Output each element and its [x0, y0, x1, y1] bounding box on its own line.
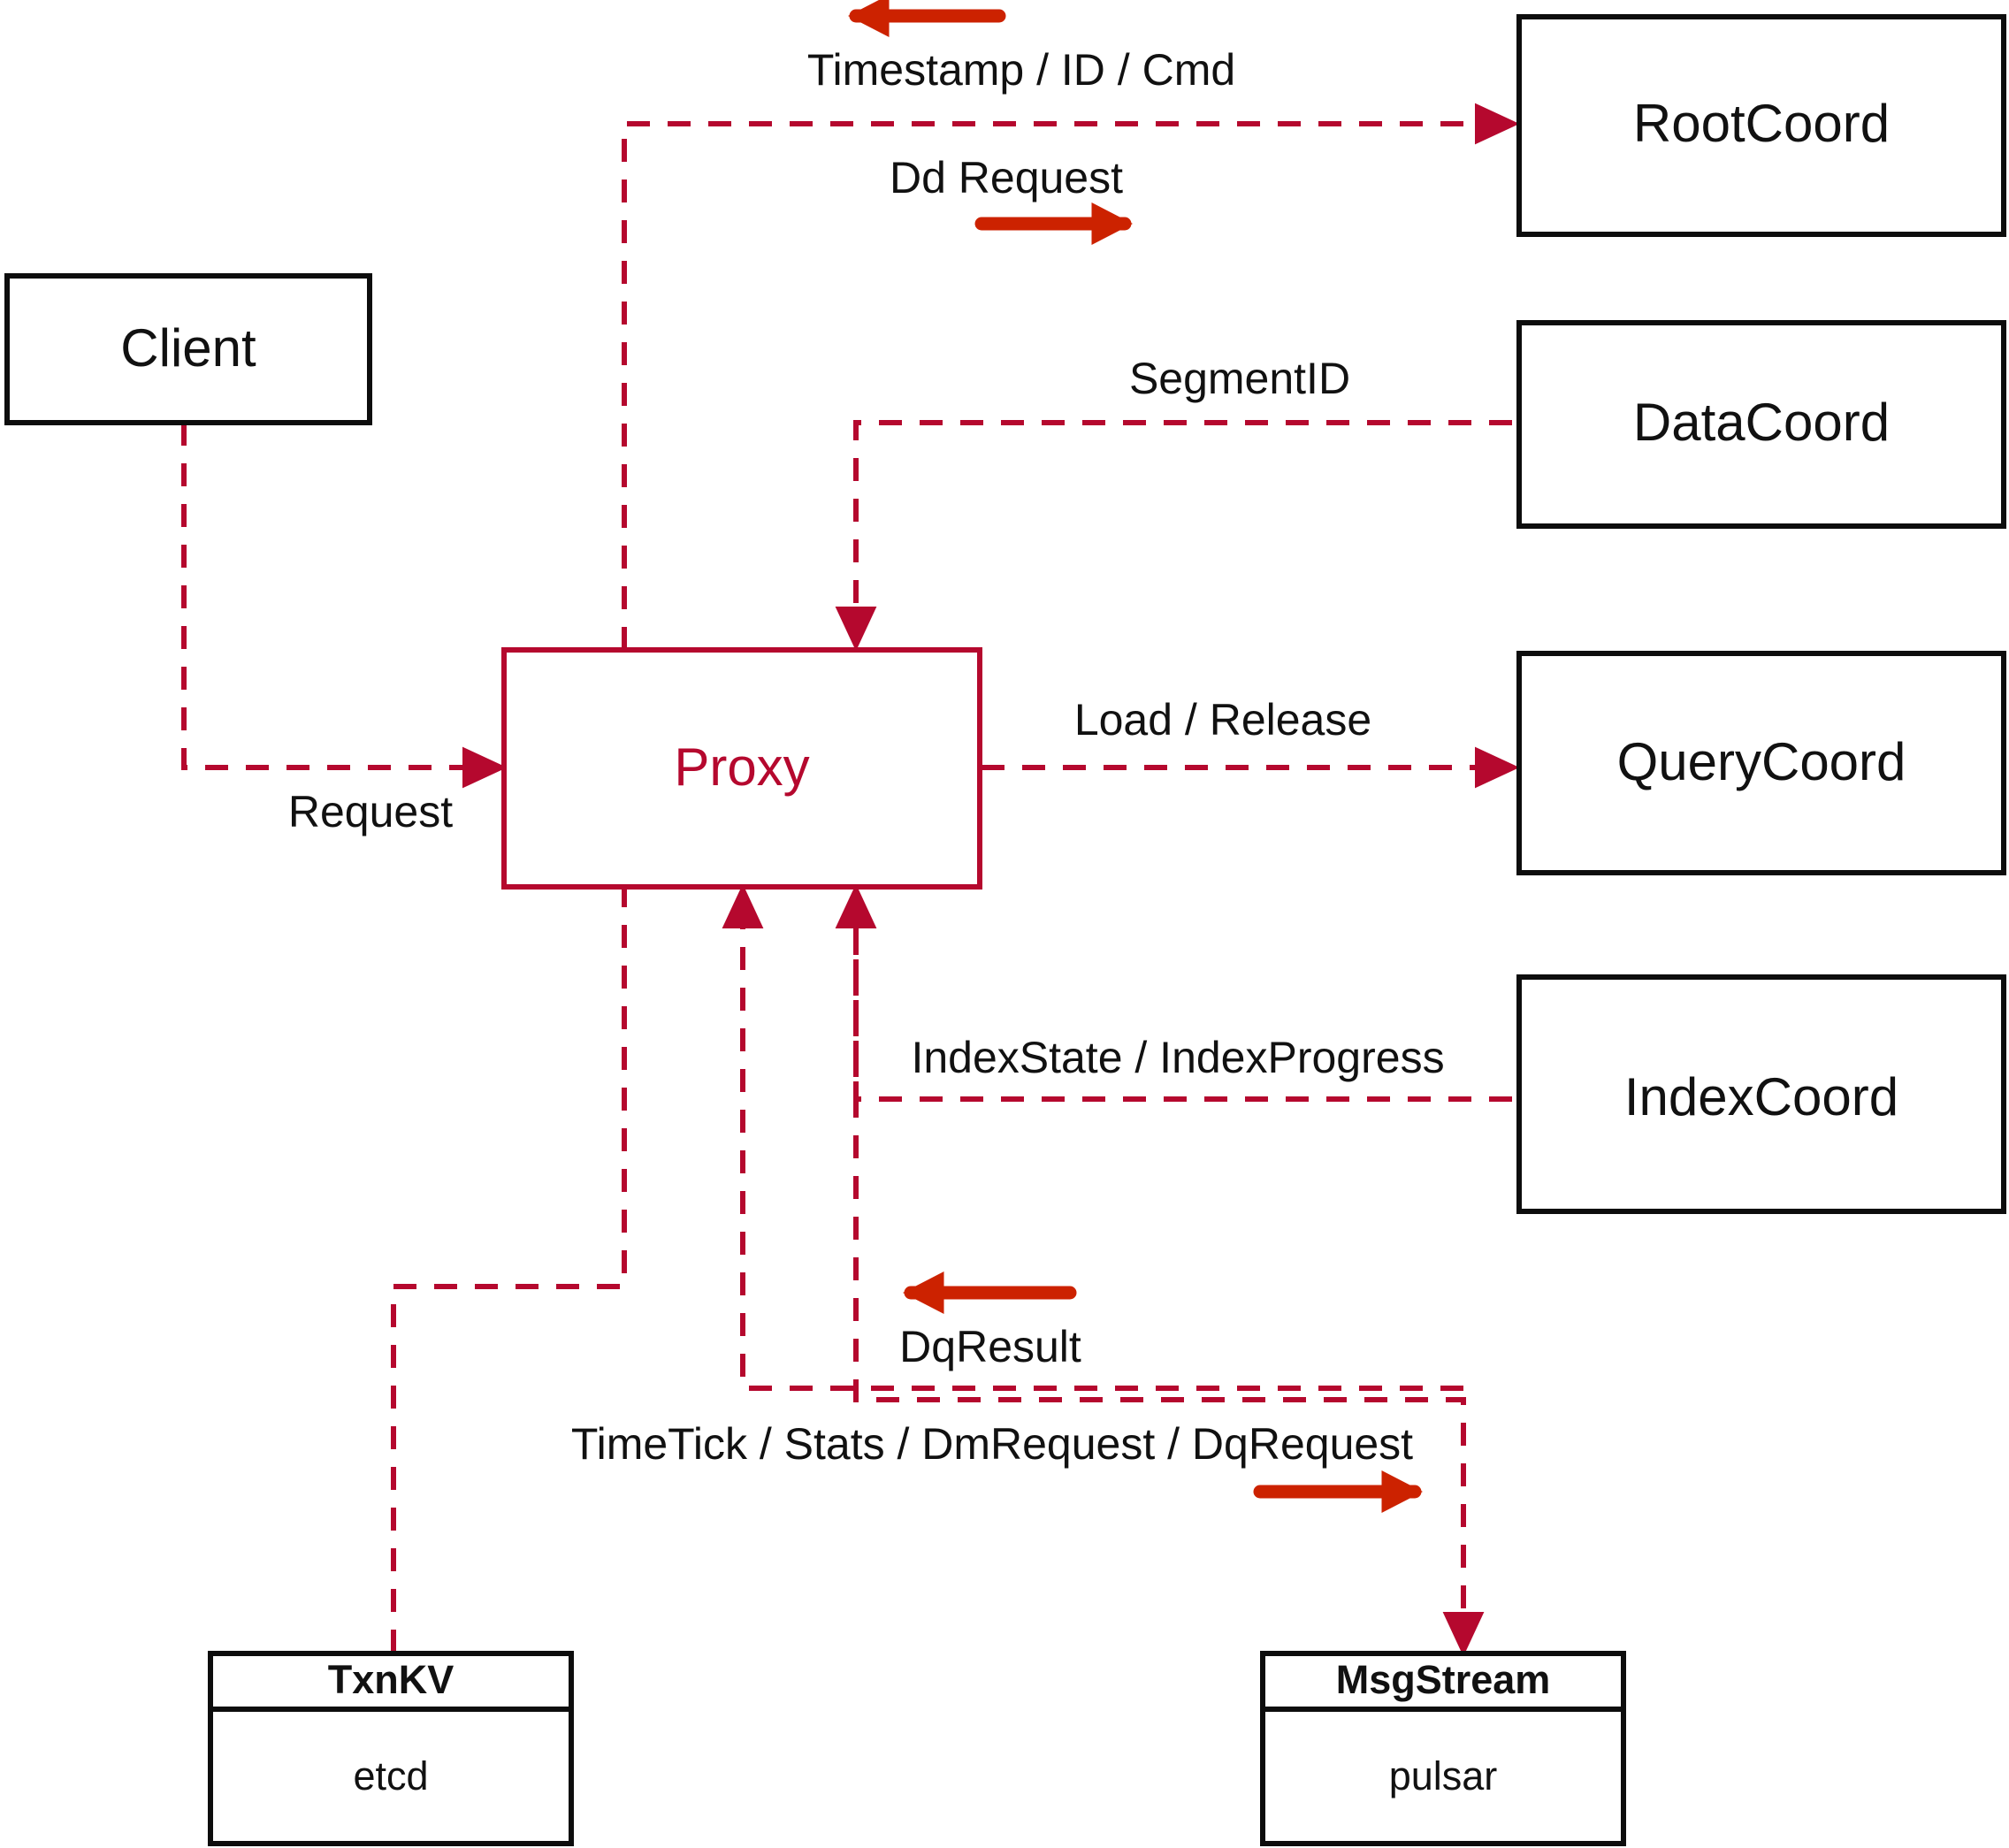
connector-client-to-proxy	[181, 423, 508, 789]
node-msgstream-sublabel: pulsar	[1389, 1753, 1498, 1798]
node-indexcoord[interactable]: IndexCoord	[1516, 974, 2006, 1214]
edge-label-dd-request: Dd Request	[890, 153, 1123, 202]
node-querycoord[interactable]: QueryCoord	[1516, 651, 2006, 875]
edge-label-request: Request	[288, 787, 453, 836]
edge-label-load-release: Load / Release	[1074, 695, 1371, 745]
node-txnkv-sublabel: etcd	[353, 1753, 428, 1798]
node-client[interactable]: Client	[4, 273, 372, 425]
node-proxy[interactable]: Proxy	[501, 647, 982, 890]
node-proxy-label: Proxy	[674, 737, 809, 797]
connector-msgstream-to-proxy	[722, 883, 1463, 1391]
connector-proxy-to-rootcoord	[622, 103, 1520, 650]
connector-proxy-to-msgstream	[853, 891, 1485, 1657]
node-rootcoord[interactable]: RootCoord	[1516, 14, 2006, 237]
node-rootcoord-label: RootCoord	[1633, 94, 1890, 153]
node-querycoord-label: QueryCoord	[1617, 732, 1906, 791]
edge-label-dq-result: DqResult	[899, 1322, 1081, 1371]
node-txnkv[interactable]: TxnKV etcd	[208, 1651, 574, 1846]
node-datacoord-label: DataCoord	[1633, 393, 1890, 452]
edge-label-index-state-progress: IndexState / IndexProgress	[911, 1033, 1444, 1082]
node-msgstream-label: MsgStream	[1336, 1657, 1551, 1702]
edge-label-timestamp-id-cmd: Timestamp / ID / Cmd	[807, 45, 1235, 95]
node-msgstream[interactable]: MsgStream pulsar	[1260, 1651, 1626, 1846]
edge-label-timetick-stats: TimeTick / Stats / DmRequest / DqRequest	[571, 1419, 1413, 1469]
connector-datacoord-to-proxy	[835, 420, 1512, 652]
node-datacoord[interactable]: DataCoord	[1516, 320, 2006, 529]
connector-proxy-to-txnkv	[391, 884, 627, 1653]
edge-label-segment-id: SegmentID	[1129, 354, 1350, 403]
node-indexcoord-label: IndexCoord	[1624, 1067, 1898, 1126]
node-client-label: Client	[120, 318, 256, 378]
node-txnkv-label: TxnKV	[328, 1657, 455, 1702]
